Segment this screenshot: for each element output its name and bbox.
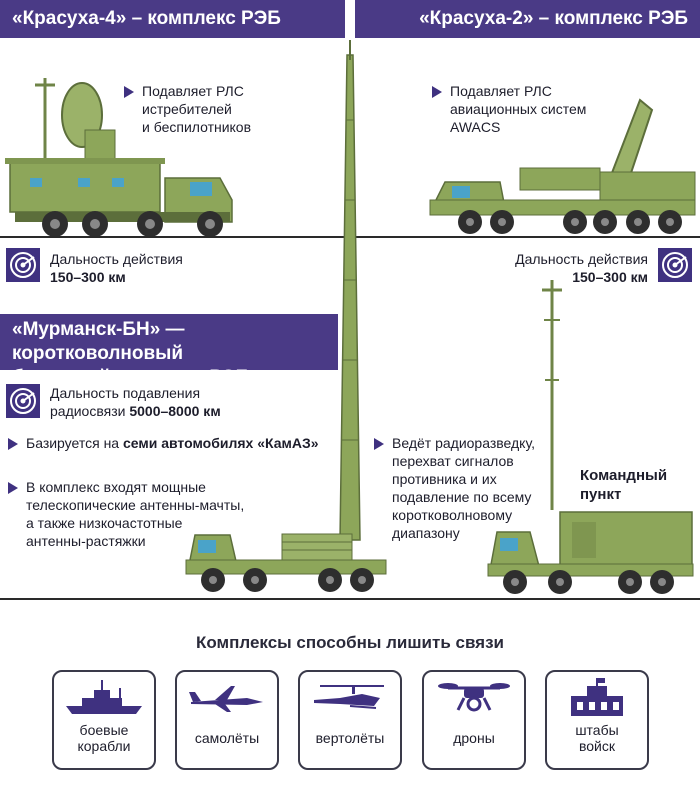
radar-range-icon: [658, 248, 692, 282]
capability-card-planes: самолёты: [175, 670, 279, 770]
bullet-triangle-icon: [8, 482, 18, 494]
krasukha2-title: «Красуха-2» – комплекс РЭБ: [419, 8, 688, 29]
capability-label: дроны: [453, 730, 495, 746]
drone-icon: [438, 683, 510, 712]
radar-range-icon: [6, 384, 40, 418]
murmansk-truck-illustration: [185, 533, 387, 592]
radar-range-icon: [6, 248, 40, 282]
murmansk-title-line2: береговой комплекс РЭБ: [12, 367, 250, 388]
krasukha4-range: Дальность действия 150–300 км: [50, 251, 183, 285]
krasukha4-title: «Красуха-4» – комплекс РЭБ: [12, 8, 281, 29]
krasukha2-truck-illustration: [429, 98, 696, 234]
krasukha2-header: «Красуха-2» – комплекс РЭБ: [355, 0, 700, 38]
capability-card-helicopters: вертолёты: [298, 670, 402, 770]
murmansk-header: «Мурманск-БН» — коротковолновый берегово…: [0, 314, 338, 388]
krasukha4-range-value: 150–300 км: [50, 269, 126, 285]
command-post-label: Командный пункт: [580, 467, 668, 503]
capability-label: штабы войск: [575, 722, 619, 754]
capability-label: боевые корабли: [77, 722, 131, 754]
krasukha4-header: «Красуха-4» – комплекс РЭБ: [0, 0, 345, 38]
capability-label: вертолёты: [315, 730, 385, 746]
bullet-triangle-icon: [124, 86, 134, 98]
jet-icon: [189, 686, 263, 712]
warship-icon: [66, 680, 142, 714]
bullet-triangle-icon: [432, 86, 442, 98]
capabilities-title: Комплексы способны лишить связи: [196, 633, 504, 652]
krasukha4-description: Подавляет РЛС истребителей и беспилотник…: [124, 82, 324, 136]
murmansk-range: Дальность подавления радиосвязи 5000–800…: [50, 385, 221, 419]
murmansk-function-note: Ведёт радиоразведку, перехват сигналов п…: [374, 434, 574, 542]
bullet-triangle-icon: [8, 438, 18, 450]
krasukha2-description: Подавляет РЛС авиационных систем AWACS: [432, 82, 632, 136]
murmansk-range-value: 5000–8000 км: [129, 403, 221, 419]
krasukha4-truck-illustration: [5, 78, 233, 237]
murmansk-base-note: Базируется на семи автомобилях «КамАЗ»: [8, 434, 348, 452]
krasukha2-range-value: 150–300 км: [572, 269, 648, 285]
telescopic-mast-illustration: [339, 40, 361, 541]
helicopter-icon: [314, 685, 384, 709]
capability-card-warships: боевые корабли: [52, 670, 156, 770]
capability-card-drones: дроны: [422, 670, 526, 770]
bullet-triangle-icon: [374, 438, 384, 450]
command-post-truck-illustration: [487, 280, 694, 594]
vehicle-illustrations: [0, 40, 700, 600]
murmansk-title-line1: «Мурманск-БН» — коротковолновый: [12, 319, 185, 364]
krasukha2-range: Дальность действия 150–300 км: [515, 251, 648, 285]
headquarters-icon: [571, 678, 623, 716]
murmansk-composition-note: В комплекс входят мощные телескопические…: [8, 478, 288, 550]
capability-card-headquarters: штабы войск: [545, 670, 649, 770]
capability-label: самолёты: [194, 730, 260, 746]
